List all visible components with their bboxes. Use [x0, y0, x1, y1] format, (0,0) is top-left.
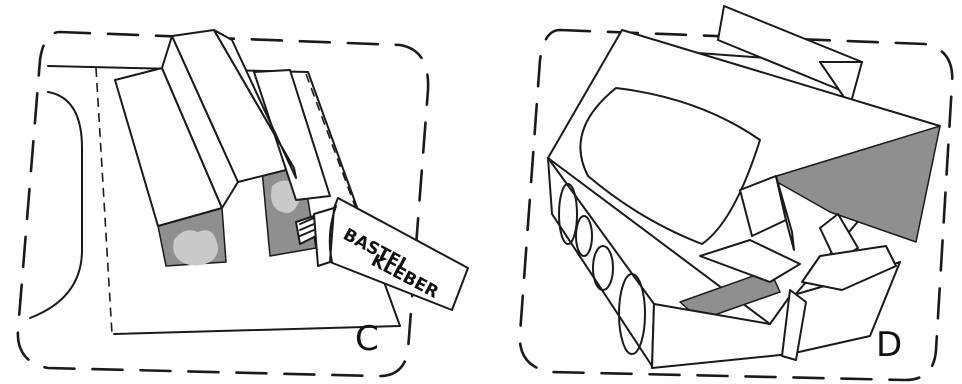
tv-model	[548, 6, 940, 368]
folded-strip	[115, 30, 330, 226]
glue-tube: BASTEL KLEBER	[296, 198, 468, 310]
step-label-c: C	[355, 319, 379, 359]
panel-c: BASTEL KLEBER C	[18, 30, 468, 376]
step-label-d: D	[876, 325, 902, 365]
panel-d: D	[520, 6, 952, 380]
